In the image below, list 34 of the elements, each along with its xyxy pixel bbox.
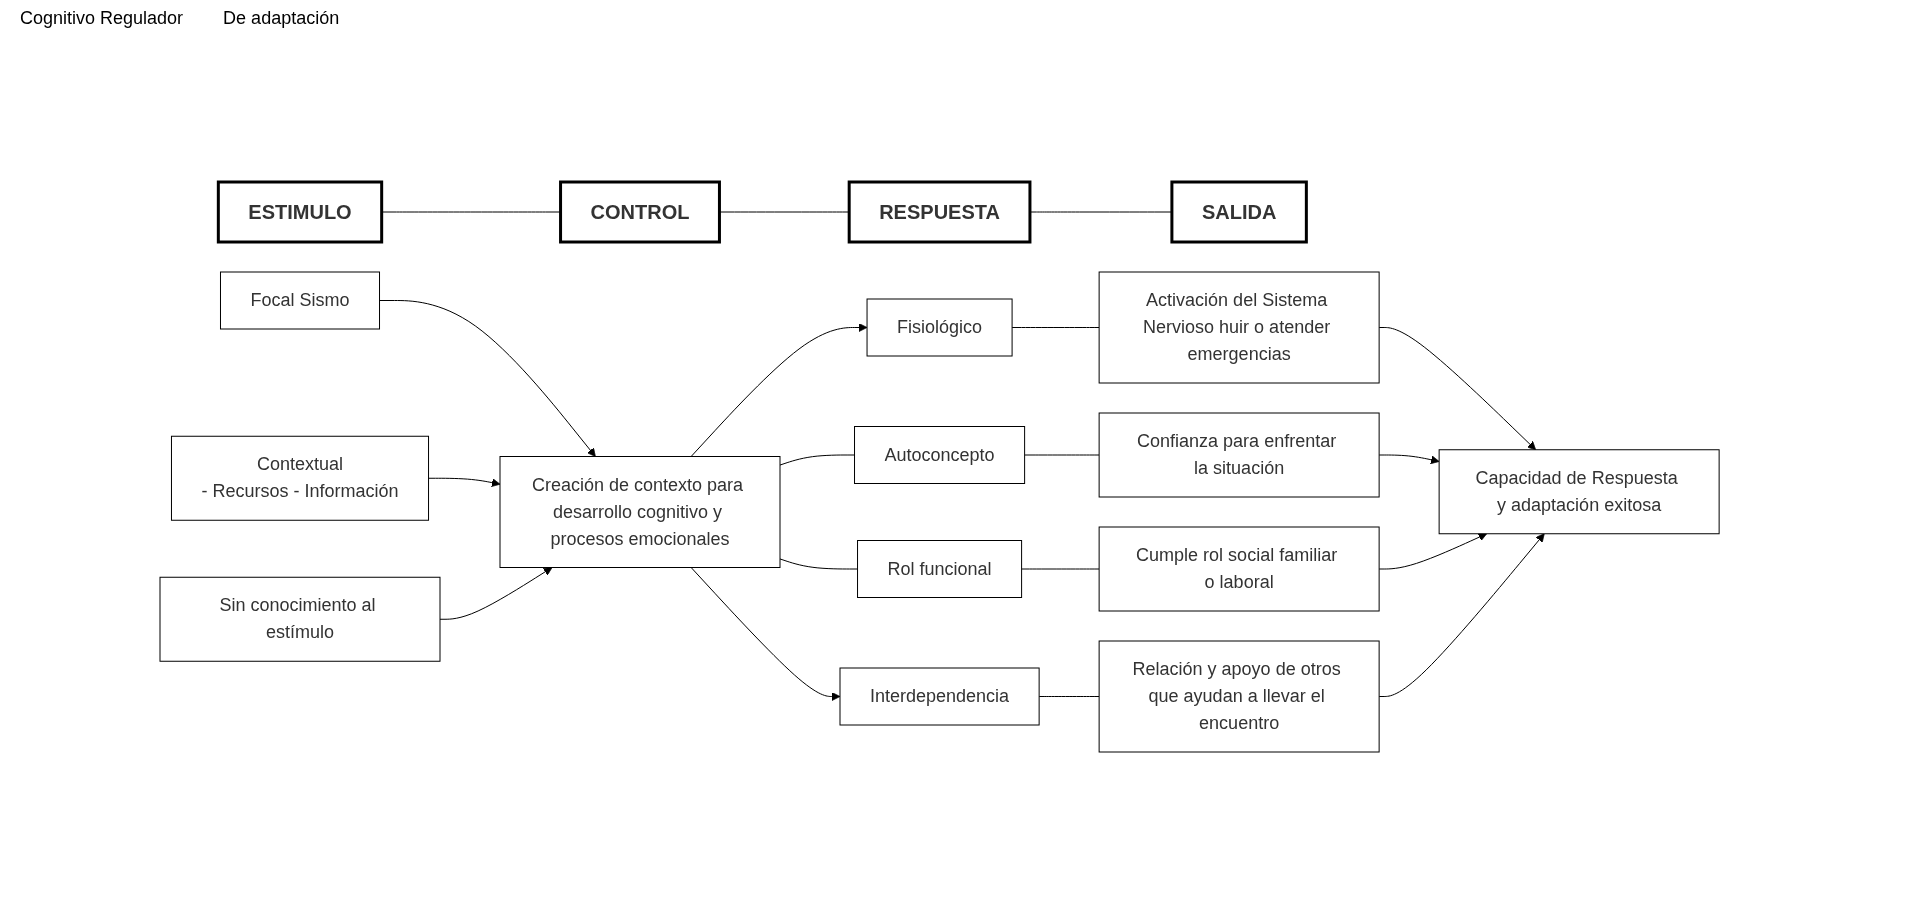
connector (1021, 568, 1101, 570)
node-box: Creación de contexto para desarrollo cognitivo y procesos emocionales (499, 456, 781, 568)
node-box: Cumple rol social familiar o laboral (1099, 526, 1381, 612)
node-box: SALIDA (1170, 180, 1309, 244)
node-box: Activación del Sistema Nervioso huir o atender emergencias (1099, 271, 1381, 384)
node-box: Contextual - Recursos - Información (171, 435, 430, 521)
arrow (1379, 533, 1488, 570)
note-text: Cognitivo Regulador (20, 8, 184, 29)
arrow (428, 477, 501, 487)
arrow (1379, 327, 1537, 451)
node-box: CONTROL (559, 180, 722, 244)
node-box: Sin conocimiento al estímulo (159, 576, 441, 662)
node-box: ESTIMULO (217, 180, 384, 244)
arrow (1379, 454, 1440, 465)
node-box: Interdependencia (839, 667, 1041, 726)
node-box: Capacidad de Respuesta y adaptación exitosa (1439, 449, 1721, 535)
connector (779, 558, 859, 570)
connector (1024, 454, 1101, 456)
arrow (691, 567, 841, 701)
note-text: De adaptación (223, 8, 340, 29)
node-box: Focal Sismo (220, 271, 381, 330)
arrow (691, 323, 868, 457)
connector (779, 454, 856, 466)
connector (1039, 696, 1101, 697)
node-box: Relación y apoyo de otros que ayudan a llevar el encuentro (1099, 640, 1381, 753)
connector (1012, 327, 1101, 328)
node-box: Rol funcional (857, 540, 1023, 598)
arrow (1379, 533, 1546, 697)
node-box: Confianza para enfrentar la situación (1099, 412, 1381, 498)
arrow (379, 300, 597, 457)
node-box: Autoconcepto (854, 426, 1026, 484)
node-box: Fisiológico (867, 298, 1013, 357)
arrow (439, 567, 553, 620)
node-box: RESPUESTA (848, 180, 1032, 244)
